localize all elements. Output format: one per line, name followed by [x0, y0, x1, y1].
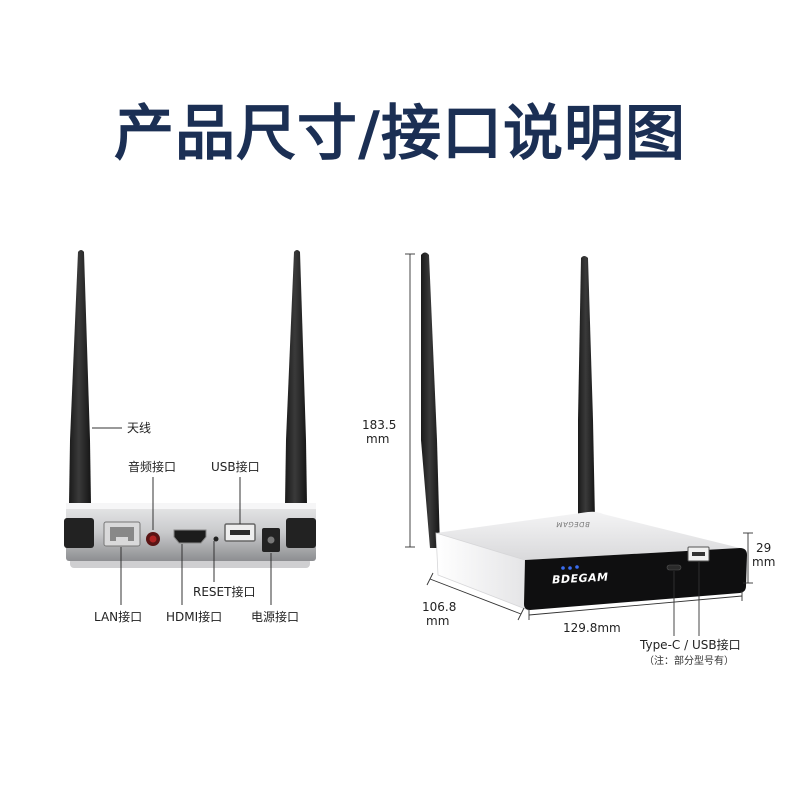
dimension-lines	[405, 253, 753, 636]
front-right-antenna	[578, 256, 595, 520]
dim-width: 129.8mm	[563, 621, 621, 635]
back-view-device	[64, 250, 316, 605]
dim-depth-value: 106.8	[422, 600, 457, 614]
brand-top-embossed: BDEGAM	[555, 520, 591, 528]
hdmi-port	[173, 529, 207, 544]
label-usb-port: USB接口	[211, 460, 260, 474]
dim-height-unit: mm	[366, 432, 390, 446]
label-audio-port: 音频接口	[128, 460, 177, 474]
label-front-port-note: （注：部分型号有）	[644, 656, 734, 667]
type-c-port	[666, 564, 682, 571]
dim-height-value: 183.5	[362, 418, 397, 432]
front-panel	[524, 548, 747, 610]
led-2	[568, 566, 572, 570]
label-front-port: Type-C / USB接口	[640, 638, 741, 652]
label-power-port: 电源接口	[251, 610, 300, 624]
led-3	[575, 565, 579, 569]
label-lan-port: LAN接口	[94, 610, 143, 624]
label-hdmi-port: HDMI接口	[166, 610, 223, 624]
front-view-device	[421, 252, 747, 611]
front-left-antenna	[421, 252, 440, 548]
led-1	[561, 566, 565, 570]
dim-depth-unit: mm	[426, 614, 450, 628]
left-antenna	[69, 250, 91, 505]
right-antenna	[285, 250, 307, 505]
reset-hole	[213, 536, 219, 542]
page-title: 产品尺寸/接口说明图	[114, 99, 686, 169]
dim-box-height-unit: mm	[752, 555, 776, 569]
label-antenna: 天线	[127, 421, 152, 435]
label-reset-port: RESET接口	[193, 585, 256, 599]
dim-box-height-value: 29	[756, 541, 772, 555]
